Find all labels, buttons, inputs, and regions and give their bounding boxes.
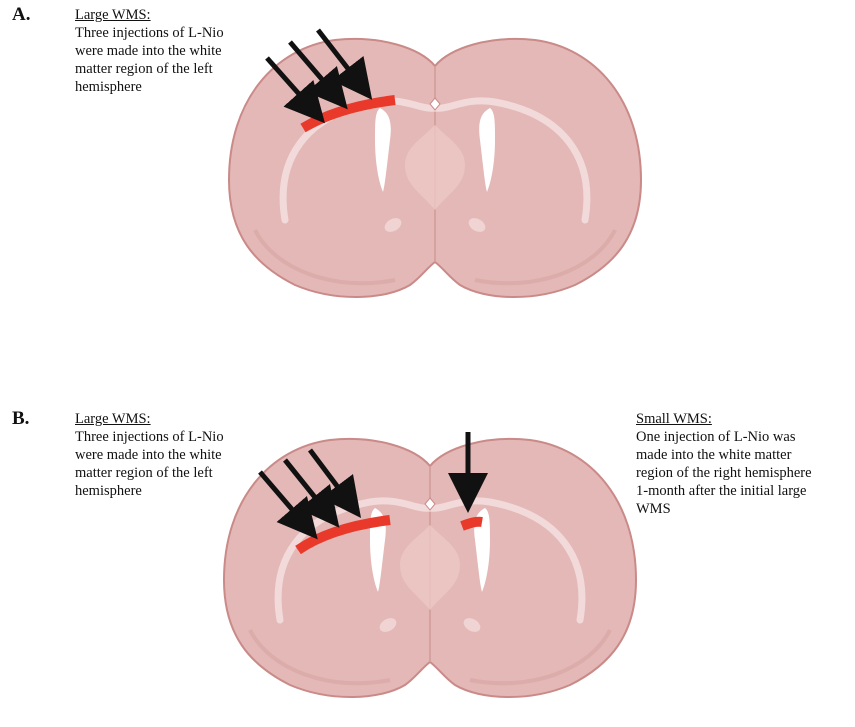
panel-b-right-note-line-3: region of the right hemisphere: [636, 464, 812, 482]
panel-b-brain-illustration: [210, 430, 650, 727]
panel-a-brain-illustration: [215, 30, 655, 320]
panel-b-small-wms-heading: Small WMS:: [636, 410, 812, 428]
panel-b-letter: B.: [12, 408, 29, 430]
panel-a-large-wms-heading: Large WMS:: [75, 6, 224, 24]
panel-a-note-line-3: matter region of the left: [75, 60, 224, 78]
panel-b-right-note-line-1: One injection of L-Nio was: [636, 428, 812, 446]
panel-b-left-note-line-1: Three injections of L-Nio: [75, 428, 224, 446]
panel-b-right-note-line-4: 1-month after the initial large: [636, 482, 812, 500]
panel-b-right-note-line-2: made into the white matter: [636, 446, 812, 464]
panel-a-large-wms-note: Large WMS: Three injections of L-Nio wer…: [75, 6, 224, 96]
panel-a-note-line-1: Three injections of L-Nio: [75, 24, 224, 42]
lesion-mark-right: [462, 522, 482, 526]
panel-a-note-line-2: were made into the white: [75, 42, 224, 60]
panel-a-note-line-4: hemisphere: [75, 78, 224, 96]
panel-b-large-wms-note: Large WMS: Three injections of L-Nio wer…: [75, 410, 224, 500]
panel-b-left-note-line-2: were made into the white: [75, 446, 224, 464]
panel-b-large-wms-heading: Large WMS:: [75, 410, 224, 428]
panel-b-left-note-line-4: hemisphere: [75, 482, 224, 500]
panel-a-letter: A.: [12, 4, 30, 26]
panel-b-small-wms-note: Small WMS: One injection of L-Nio was ma…: [636, 410, 812, 518]
panel-b-right-note-line-5: WMS: [636, 500, 812, 518]
panel-b-left-note-line-3: matter region of the left: [75, 464, 224, 482]
